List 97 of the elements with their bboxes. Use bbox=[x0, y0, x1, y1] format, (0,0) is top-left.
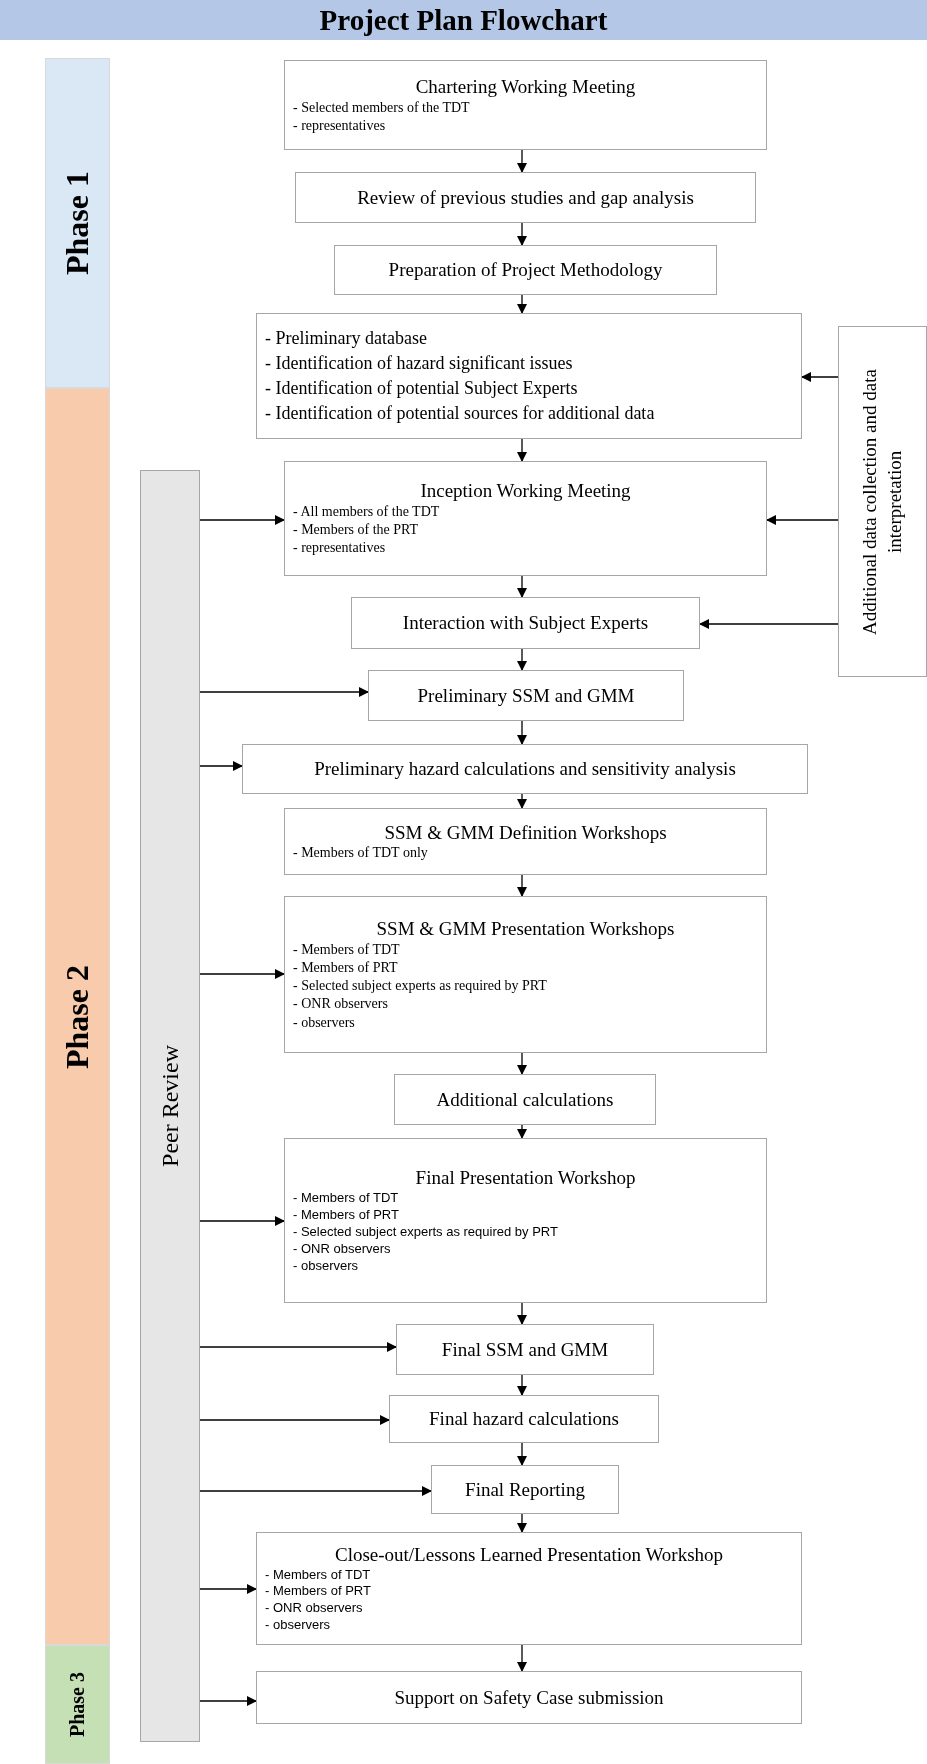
bullet-item: - Members of PRT bbox=[292, 959, 399, 978]
arrow bbox=[199, 1216, 285, 1226]
phase-band bbox=[45, 58, 110, 388]
box-heading: Review of previous studies and gap analysis bbox=[356, 185, 695, 210]
box-heading: Chartering Working Meeting bbox=[414, 74, 637, 99]
bullet-item: - Selected subject experts as required by PRT bbox=[292, 977, 548, 996]
bullet-item: - representatives bbox=[292, 116, 387, 135]
process-box bbox=[284, 1138, 767, 1303]
process-box bbox=[389, 1395, 659, 1443]
arrow bbox=[517, 438, 527, 462]
bullet-item: - Identification of hazard significant issues bbox=[264, 351, 574, 375]
process-box bbox=[284, 808, 767, 875]
process-box bbox=[256, 1671, 802, 1724]
process-box bbox=[242, 744, 808, 794]
arrow bbox=[801, 372, 839, 382]
arrow bbox=[199, 969, 285, 979]
arrow bbox=[517, 1052, 527, 1075]
process-box bbox=[284, 60, 767, 150]
arrow bbox=[517, 793, 527, 809]
bullet-item: - ONR observers bbox=[292, 1240, 392, 1258]
bullet-item: - Members of TDT only bbox=[292, 844, 429, 863]
box-heading: Support on Safety Case submission bbox=[393, 1685, 665, 1710]
process-box bbox=[295, 172, 756, 223]
box-heading: Additional calculations bbox=[435, 1087, 615, 1112]
bullet-item: - Identification of potential Subject Experts bbox=[264, 377, 579, 400]
arrow bbox=[517, 1513, 527, 1533]
box-heading: Interaction with Subject Experts bbox=[401, 611, 650, 635]
bullet-item: - Preliminary database bbox=[264, 326, 428, 350]
bullet-item: - Selected members of the TDT bbox=[292, 98, 471, 117]
process-box bbox=[396, 1324, 654, 1375]
bullet-item: - Members of TDT bbox=[292, 1190, 400, 1208]
arrow bbox=[199, 1342, 397, 1352]
arrow bbox=[517, 294, 527, 314]
arrow bbox=[517, 1302, 527, 1325]
arrow bbox=[199, 1486, 432, 1496]
bullet-item: - ONR observers bbox=[264, 1600, 364, 1618]
bullet-item: - Selected subject experts as required by PRT bbox=[292, 1223, 559, 1241]
arrow bbox=[199, 1696, 257, 1706]
peer-review-bar bbox=[140, 470, 200, 1742]
bullet-item: - ONR observers bbox=[292, 995, 389, 1014]
process-box bbox=[256, 313, 802, 439]
box-label: Additional data collection and data interpretation bbox=[857, 367, 906, 637]
arrow bbox=[517, 222, 527, 246]
phase-label: Phase 2 bbox=[59, 964, 96, 1069]
arrow bbox=[517, 575, 527, 598]
title-banner: Project Plan Flowchart bbox=[0, 0, 927, 40]
arrow bbox=[517, 648, 527, 671]
bullet-item: - Members of PRT bbox=[264, 1583, 372, 1601]
input-box bbox=[838, 326, 927, 677]
arrow bbox=[517, 874, 527, 897]
bullet-item: - observers bbox=[292, 1013, 356, 1032]
box-heading: Preliminary hazard calculations and sensitivity analysis bbox=[313, 757, 737, 781]
process-box bbox=[256, 1532, 802, 1645]
phase-label: Phase 1 bbox=[59, 171, 96, 275]
process-box bbox=[334, 245, 717, 295]
phase-band bbox=[45, 388, 110, 1645]
arrow bbox=[699, 619, 839, 629]
phase-band bbox=[45, 1645, 110, 1764]
process-box bbox=[394, 1074, 656, 1125]
box-heading: Final SSM and GMM bbox=[440, 1337, 610, 1362]
box-heading: Inception Working Meeting bbox=[419, 479, 632, 504]
box-heading: Preparation of Project Methodology bbox=[387, 258, 664, 282]
arrow bbox=[199, 515, 285, 525]
bullet-item: - representatives bbox=[292, 539, 387, 558]
box-heading: SSM & GMM Presentation Workshops bbox=[375, 917, 676, 941]
process-box bbox=[284, 461, 767, 576]
arrow bbox=[199, 1415, 390, 1425]
process-box bbox=[284, 896, 767, 1053]
arrow bbox=[517, 1124, 527, 1139]
bullet-item: - Members of TDT bbox=[292, 940, 401, 959]
arrow bbox=[517, 1644, 527, 1672]
box-heading: Close-out/Lessons Learned Presentation Workshop bbox=[333, 1542, 725, 1567]
phase-label: Phase 3 bbox=[66, 1672, 89, 1737]
process-box bbox=[368, 670, 684, 721]
box-heading: SSM & GMM Definition Workshops bbox=[383, 820, 668, 845]
box-heading: Final hazard calculations bbox=[428, 1407, 620, 1431]
bullet-item: - observers bbox=[292, 1257, 360, 1275]
bullet-item: - Members of PRT bbox=[292, 1207, 400, 1224]
process-box bbox=[431, 1465, 619, 1514]
bullet-item: - All members of the TDT bbox=[292, 503, 441, 522]
bullet-item: - Identification of potential sources for additional data bbox=[264, 402, 656, 426]
bullet-item: - Members of TDT bbox=[264, 1566, 372, 1584]
arrow bbox=[517, 720, 527, 745]
arrow bbox=[199, 687, 369, 697]
arrow bbox=[517, 1442, 527, 1466]
box-heading: Final Presentation Workshop bbox=[414, 1166, 637, 1191]
arrow bbox=[766, 515, 839, 525]
box-heading: Final Reporting bbox=[464, 1477, 586, 1502]
arrow bbox=[517, 1374, 527, 1396]
box-heading: Preliminary SSM and GMM bbox=[416, 683, 636, 708]
bullet-item: - observers bbox=[264, 1617, 332, 1635]
arrow bbox=[199, 761, 243, 771]
arrow bbox=[199, 1584, 257, 1594]
bullet-item: - Members of the PRT bbox=[292, 521, 420, 540]
arrow bbox=[517, 149, 527, 173]
bar-label: Peer Review bbox=[156, 1045, 184, 1167]
process-box bbox=[351, 597, 700, 649]
